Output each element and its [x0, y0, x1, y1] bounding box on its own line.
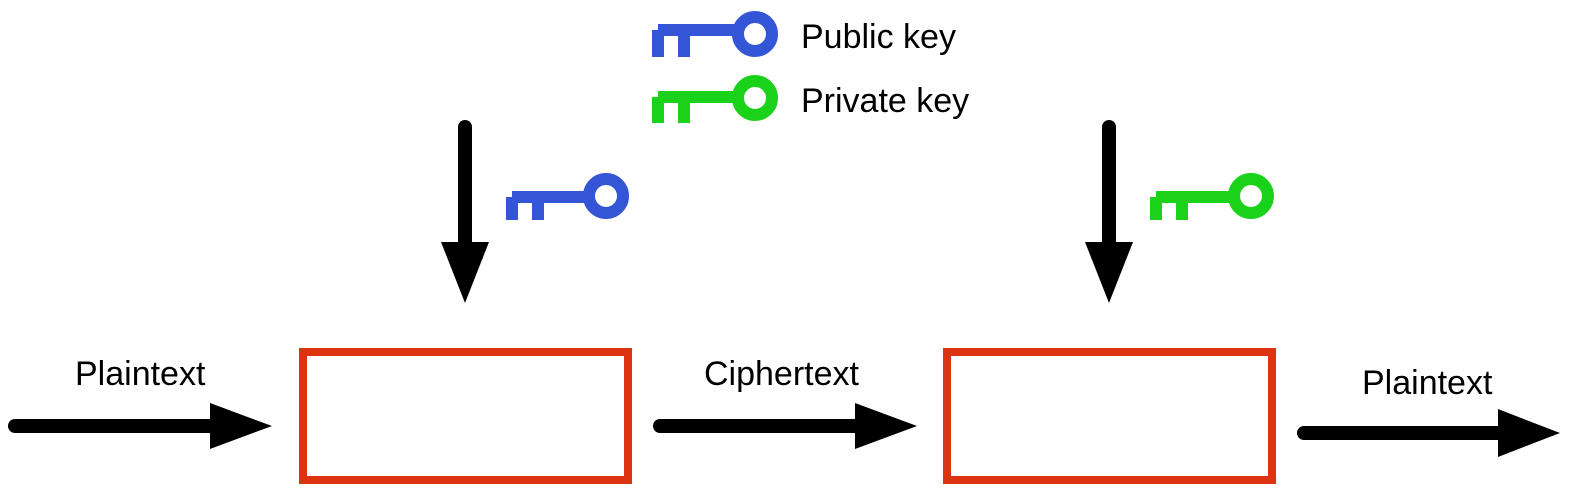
legend-private-key-label: Private key [801, 82, 970, 120]
plaintext-input-arrow [8, 403, 272, 449]
legend-public-key-label: Public key [801, 18, 956, 56]
encrypt-key-down-arrow [441, 120, 489, 303]
legend-public-key-icon [652, 11, 778, 57]
encrypt-public-key-icon [506, 173, 629, 220]
plaintext-output-label: Plaintext [1362, 364, 1493, 402]
encryption-box [299, 348, 632, 484]
ciphertext-arrow [653, 403, 917, 449]
plaintext-input-label: Plaintext [75, 355, 206, 393]
plaintext-output-arrow [1297, 409, 1560, 457]
decrypt-private-key-icon [1150, 173, 1274, 220]
decrypt-key-down-arrow [1085, 120, 1133, 303]
legend-private-key-icon [652, 75, 778, 123]
decryption-box [943, 348, 1276, 484]
ciphertext-label: Ciphertext [704, 355, 859, 393]
